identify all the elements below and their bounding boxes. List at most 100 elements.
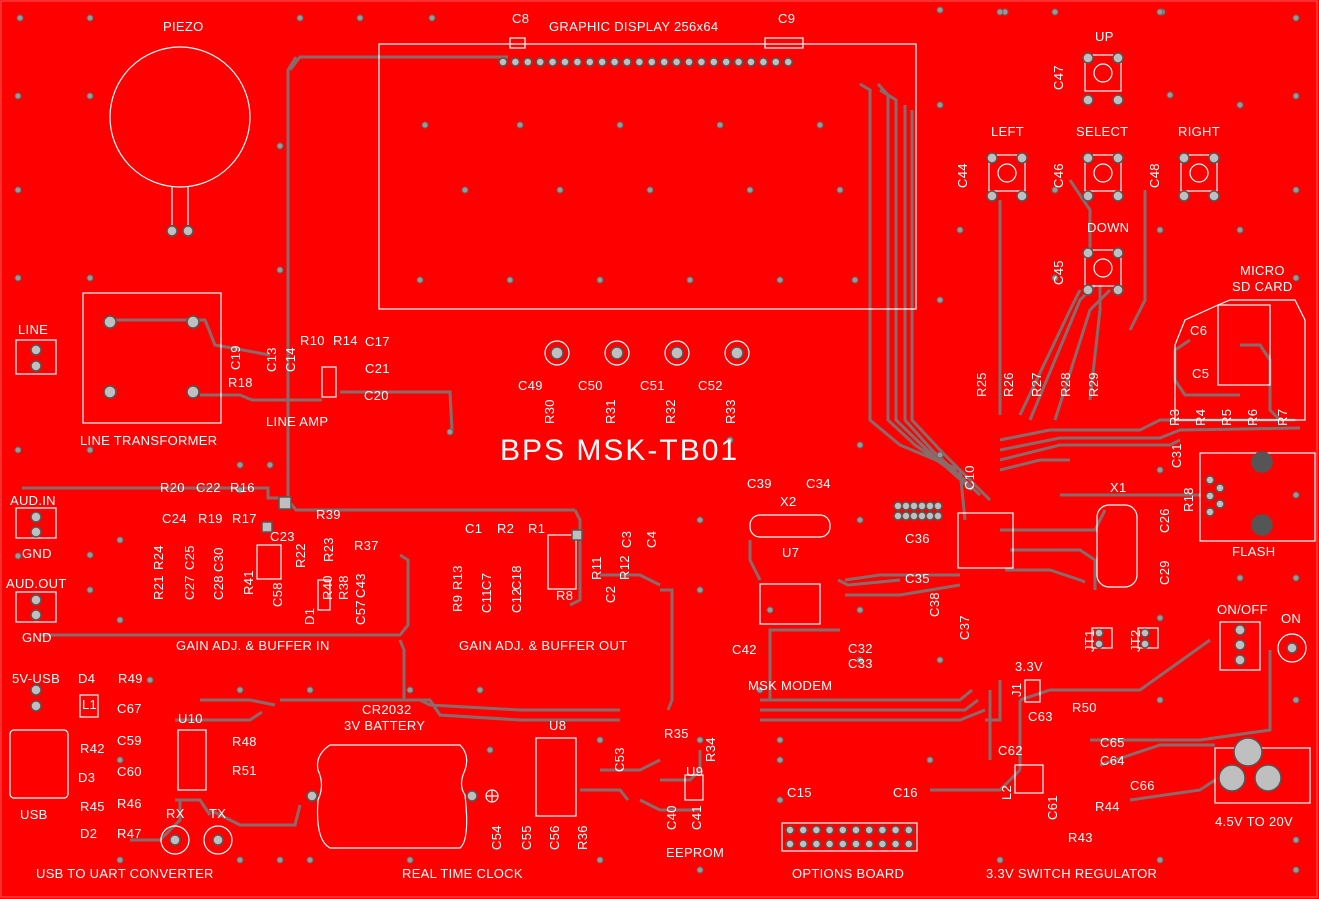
refdes-c57: C57	[353, 600, 368, 625]
label-gnd-2: GND	[22, 630, 52, 645]
via	[696, 866, 704, 874]
refdes-c40: C40	[664, 805, 679, 830]
label-line-amp: LINE AMP	[266, 414, 329, 429]
via	[856, 606, 864, 614]
refdes-r1: R1	[528, 521, 546, 536]
display-header-pad	[547, 57, 558, 67]
refdes-r25: R25	[974, 372, 989, 397]
via	[616, 121, 624, 129]
refdes-jt2: JT2	[1128, 629, 1143, 652]
via	[276, 142, 284, 150]
via	[406, 856, 414, 864]
options-header-pad	[785, 825, 795, 835]
pads	[30, 52, 1298, 849]
display-header-pad	[721, 57, 731, 67]
refdes-l1: L1	[82, 697, 98, 712]
display-header-pad	[585, 57, 595, 67]
label-tx: TX	[209, 806, 227, 821]
refdes-r48: R48	[232, 734, 257, 749]
refdes-x1: X1	[1110, 480, 1127, 495]
refdes-r13: R13	[450, 565, 465, 590]
display-header-pad	[659, 57, 669, 67]
via	[86, 551, 94, 559]
display-header-pad	[684, 57, 694, 67]
via	[86, 586, 94, 594]
refdes-c55: C55	[519, 825, 534, 850]
refdes-c6: C6	[1190, 323, 1208, 338]
via	[1051, 186, 1059, 194]
options-header-pad	[838, 839, 848, 849]
refdes-c37: C37	[957, 615, 972, 640]
refdes-r9: R9	[450, 594, 465, 612]
label-sd-card: SD CARD	[1232, 279, 1293, 294]
via	[506, 276, 514, 284]
refdes-c20: C20	[364, 388, 389, 403]
options-header-pad	[811, 839, 822, 849]
refdes-j1: J1	[1009, 682, 1024, 697]
refdes-c28: C28	[211, 575, 226, 600]
label-5v-usb: 5V-USB	[12, 671, 61, 686]
refdes-r46: R46	[117, 796, 142, 811]
refdes-c13: C13	[264, 347, 279, 372]
via	[856, 516, 864, 524]
via	[686, 276, 694, 284]
display-header-pad	[535, 57, 545, 67]
label-aud-in: AUD.IN	[10, 493, 56, 508]
label-rx: RX	[166, 806, 185, 821]
refdes-r2: R2	[497, 521, 515, 536]
via	[776, 276, 784, 284]
via	[766, 606, 774, 614]
label-line-transformer: LINE TRANSFORMER	[80, 433, 218, 448]
refdes-c60: C60	[117, 764, 142, 779]
refdes-c45: C45	[1051, 260, 1066, 285]
via	[236, 686, 244, 694]
refdes-r29: R29	[1086, 372, 1101, 397]
via	[14, 92, 22, 100]
options-header-pad	[904, 839, 914, 849]
via	[266, 461, 274, 469]
label-gain-out: GAIN ADJ. & BUFFER OUT	[459, 638, 628, 653]
refdes-r33: R33	[723, 399, 738, 424]
via	[851, 276, 859, 284]
label-rtc: REAL TIME CLOCK	[402, 866, 523, 881]
display-header-pad	[609, 57, 620, 67]
via	[356, 14, 364, 22]
via	[1156, 856, 1164, 864]
via	[996, 856, 1004, 864]
label-cr2032: CR2032	[362, 702, 412, 717]
via	[1292, 274, 1300, 282]
via	[1156, 696, 1164, 704]
refdes-d4: D4	[78, 671, 96, 686]
options-header-pad	[798, 825, 808, 835]
via	[86, 446, 94, 454]
refdes-d1: D1	[302, 607, 317, 625]
via	[856, 656, 864, 664]
refdes-c59: C59	[117, 733, 142, 748]
refdes-c34: C34	[806, 476, 831, 491]
refdes-c29: C29	[1157, 560, 1172, 585]
refdes-c46: C46	[1051, 163, 1066, 188]
display-header-pad	[771, 57, 781, 67]
refdes-c63: C63	[1028, 709, 1053, 724]
refdes-r26: R26	[1001, 372, 1016, 397]
options-header-pad	[890, 839, 901, 849]
refdes-r10: R10	[300, 333, 325, 348]
refdes-c8: C8	[512, 11, 530, 26]
refdes-r11: R11	[589, 556, 604, 580]
refdes-c44: C44	[955, 163, 970, 188]
via	[1236, 574, 1244, 582]
refdes-x2: X2	[780, 494, 797, 509]
refdes-c33: C33	[848, 656, 873, 671]
refdes-c58: C58	[270, 582, 285, 607]
via	[86, 274, 94, 282]
refdes-c19: C19	[228, 345, 243, 370]
options-header-pad	[785, 839, 795, 849]
piezo-outline	[109, 46, 251, 188]
label-piezo: PIEZO	[163, 19, 204, 34]
refdes-c31: C31	[1169, 443, 1184, 468]
silkscreen	[9, 37, 1316, 855]
refdes-r32: R32	[663, 399, 678, 424]
refdes-u7: U7	[782, 545, 800, 560]
refdes-r28: R28	[1058, 372, 1073, 397]
refdes-c51: C51	[640, 378, 665, 393]
